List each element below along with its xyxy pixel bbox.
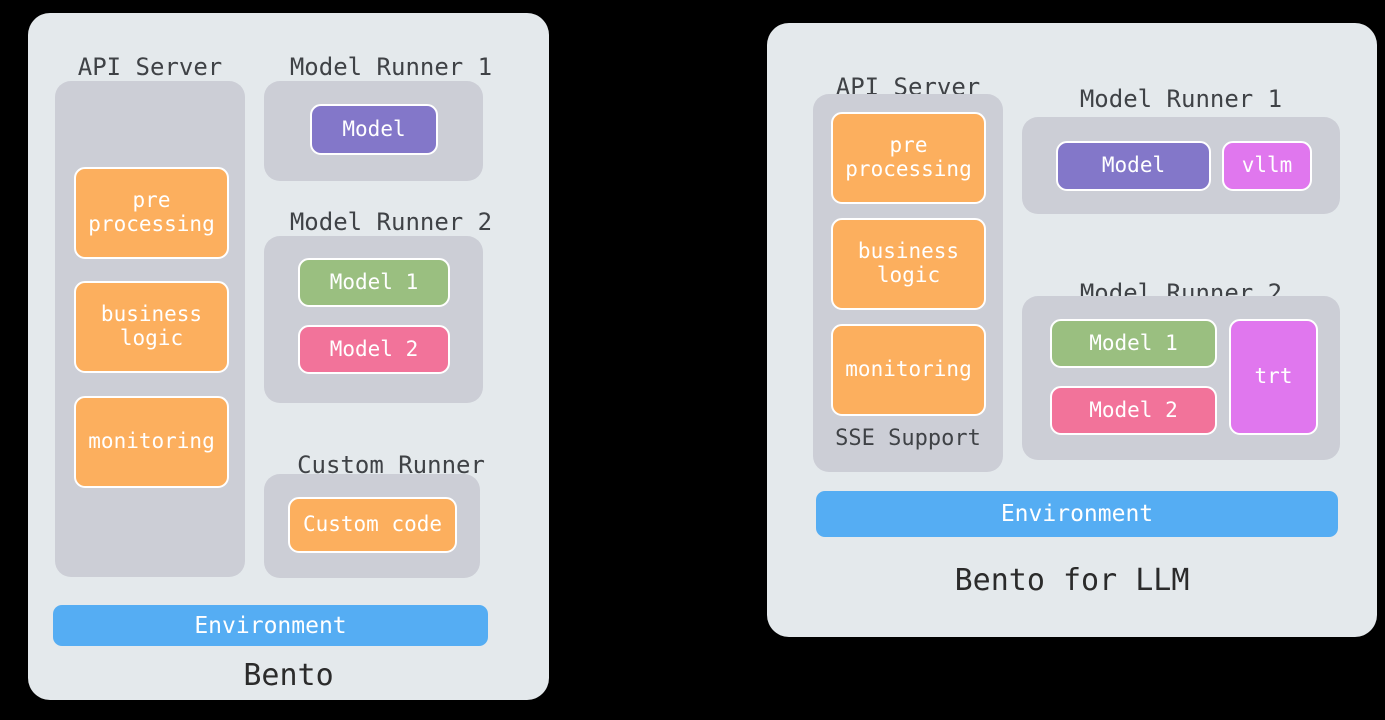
caption-api-server-left: API Server <box>77 53 223 81</box>
caption-custom-runner-left: Custom Runner <box>297 451 485 479</box>
environment-bar-left: Environment <box>53 605 488 646</box>
environment-bar-right: Environment <box>816 491 1338 537</box>
chip-business-logic-left: business logic <box>74 281 229 373</box>
chip-monitoring-right: monitoring <box>831 324 986 416</box>
chip-model-1-left: Model 1 <box>298 258 450 307</box>
chip-business-logic-right: business logic <box>831 218 986 310</box>
model-runner-2-group-right: Model 1 Model 2 trt <box>1022 296 1340 460</box>
caption-model-runner-1-left: Model Runner 1 <box>289 53 493 81</box>
chip-vllm-right: vllm <box>1222 141 1312 191</box>
custom-runner-group-left: Custom code <box>264 474 480 578</box>
chip-monitoring-left: monitoring <box>74 396 229 488</box>
panel-title-right: Bento for LLM <box>954 563 1190 598</box>
chip-pre-processing-right: pre processing <box>831 112 986 204</box>
caption-model-runner-2-left: Model Runner 2 <box>289 208 493 236</box>
chip-model-2-right: Model 2 <box>1050 386 1217 435</box>
bento-panel: API Server pre processing business logic… <box>28 13 549 700</box>
chip-model-right: Model <box>1056 141 1211 191</box>
panel-title-left: Bento <box>243 658 334 693</box>
chip-custom-code-left: Custom code <box>288 497 457 553</box>
bento-for-llm-panel: API Server pre processing business logic… <box>767 23 1377 637</box>
chip-trt-right: trt <box>1229 319 1318 435</box>
sse-support-label: SSE Support <box>835 426 981 451</box>
chip-model-left: Model <box>310 104 438 155</box>
chip-model-1-right: Model 1 <box>1050 319 1217 368</box>
caption-model-runner-1-right: Model Runner 1 <box>1079 85 1283 113</box>
model-runner-2-group-left: Model 1 Model 2 <box>264 236 483 403</box>
chip-model-2-left: Model 2 <box>298 325 450 374</box>
api-server-group-left: pre processing business logic monitoring <box>55 81 245 577</box>
api-server-group-right: pre processing business logic monitoring… <box>813 94 1003 472</box>
chip-pre-processing-left: pre processing <box>74 167 229 259</box>
model-runner-1-group-right: Model vllm <box>1022 117 1340 214</box>
model-runner-1-group-left: Model <box>264 81 483 181</box>
